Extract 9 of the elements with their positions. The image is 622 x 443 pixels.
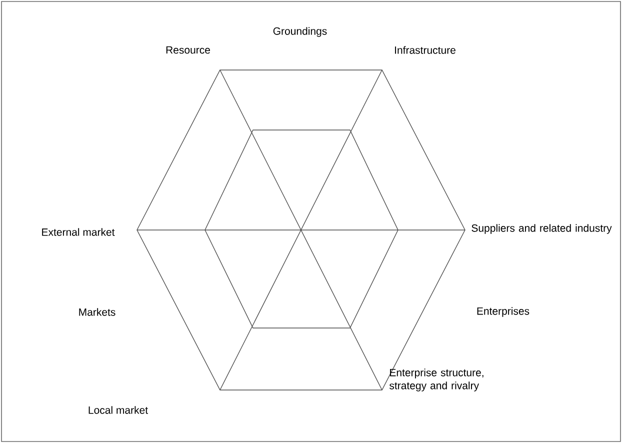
- label: External market: [42, 228, 115, 236]
- label: Groundings: [273, 27, 327, 37]
- label: Infrastructure: [395, 46, 456, 54]
- label: Markets: [79, 308, 116, 316]
- label: Local market: [88, 406, 148, 414]
- label: Enterprises: [477, 307, 530, 317]
- label: Enterprise structure, strategy and rivalry: [390, 368, 484, 392]
- label: Resource: [166, 46, 210, 54]
- label: Suppliers and related industry: [472, 224, 612, 234]
